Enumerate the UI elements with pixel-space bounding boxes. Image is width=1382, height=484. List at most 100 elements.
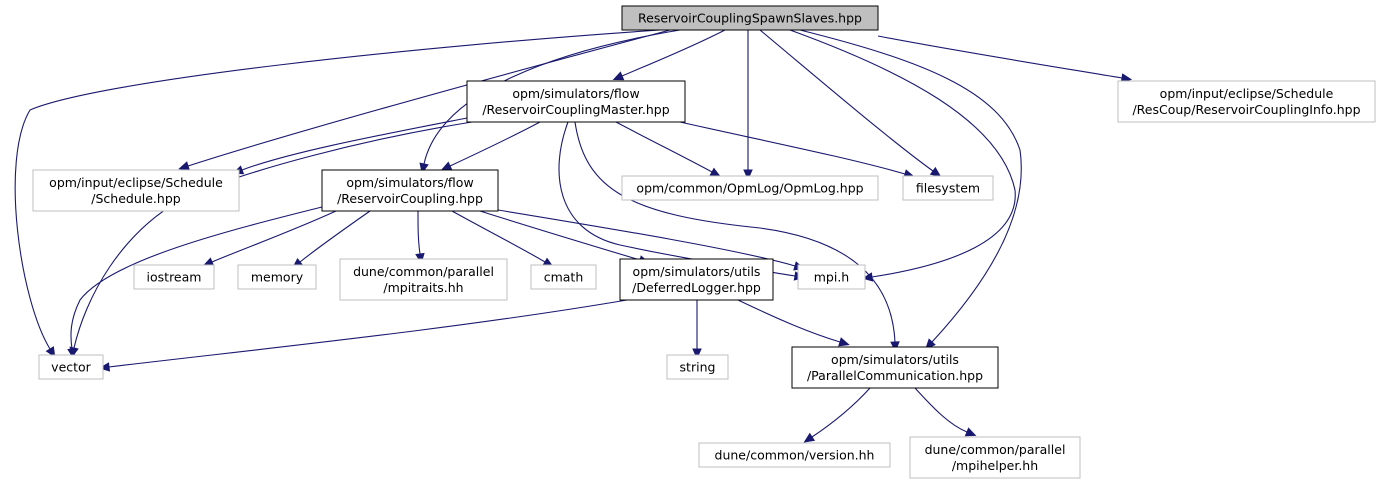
- node-parallel[interactable]: opm/simulators/utils/ParallelCommunicati…: [791, 346, 999, 389]
- arrow-head-icon: [612, 71, 625, 81]
- node-box: [621, 5, 879, 31]
- edge-parallel-to-mpihelper: [914, 387, 977, 437]
- edge-deferred-to-vector: [98, 299, 628, 372]
- edge-line: [423, 29, 681, 165]
- edge-line: [799, 29, 1022, 343]
- arrow-head-icon: [67, 347, 77, 360]
- node-label: opm/common/OpmLog/OpmLog.hpp: [636, 181, 863, 196]
- node-iostream[interactable]: iostream: [133, 264, 215, 290]
- arrow-head-icon: [964, 427, 977, 437]
- node-version[interactable]: dune/common/version.hh: [698, 442, 891, 468]
- edge-root-to-mpih: [789, 29, 1016, 282]
- edge-line: [877, 35, 1123, 79]
- edge-line: [737, 299, 841, 343]
- node-label: cmath: [544, 270, 584, 285]
- node-box: [237, 264, 317, 290]
- edge-line: [211, 210, 337, 263]
- edge-line: [241, 117, 468, 171]
- node-box: [466, 80, 686, 123]
- node-label: dune/common/parallel: [925, 442, 1066, 457]
- node-box: [902, 175, 994, 201]
- node-string[interactable]: string: [666, 354, 729, 380]
- node-label: opm/simulators/flow: [346, 175, 473, 190]
- node-box: [791, 346, 999, 389]
- edge-master-to-parallel: [574, 121, 900, 353]
- node-box: [1117, 80, 1376, 123]
- edge-root-to-opmlog: [743, 30, 753, 181]
- edge-deferred-to-string: [692, 300, 702, 360]
- node-schedule[interactable]: opm/input/eclipse/Schedule/Schedule.hpp: [32, 169, 240, 212]
- edge-line: [621, 29, 726, 77]
- edge-root-to-info: [877, 35, 1133, 83]
- arrow-head-icon: [838, 337, 850, 347]
- node-filesystem[interactable]: filesystem: [902, 175, 994, 201]
- node-memory[interactable]: memory: [237, 264, 317, 290]
- edge-line: [417, 210, 421, 255]
- node-label: /ReservoirCoupling.hpp: [337, 191, 483, 206]
- node-label: opm/simulators/flow: [512, 86, 639, 101]
- node-label: ReservoirCouplingSpawnSlaves.hpp: [638, 11, 862, 26]
- node-label: iostream: [147, 270, 202, 285]
- node-vector[interactable]: vector: [38, 354, 104, 380]
- node-label: opm/simulators/utils: [831, 352, 959, 367]
- node-label: vector: [51, 360, 92, 375]
- edge-root-to-master: [612, 29, 726, 81]
- edge-root-to-filesystem: [759, 29, 942, 177]
- node-cmath[interactable]: cmath: [530, 264, 597, 290]
- edge-coupling-to-cmath: [451, 210, 554, 268]
- arrow-head-icon: [45, 346, 56, 358]
- edge-line: [615, 121, 713, 173]
- node-box: [797, 264, 866, 290]
- node-box: [619, 258, 774, 301]
- edge-deferred-to-parallel: [737, 299, 850, 347]
- edge-master-to-coupling: [440, 121, 541, 171]
- node-label: dune/common/version.hh: [715, 448, 875, 463]
- node-deferred[interactable]: opm/simulators/utils/DeferredLogger.hpp: [619, 258, 774, 301]
- edge-coupling-to-mpitraits: [415, 210, 425, 265]
- arrow-head-icon: [803, 432, 816, 443]
- edge-coupling-to-vector: [67, 206, 323, 360]
- edge-root-to-vector: [14, 29, 661, 358]
- arrow-head-icon: [178, 161, 190, 171]
- node-label: /ParallelCommunication.hpp: [807, 368, 983, 383]
- edge-line: [914, 387, 968, 433]
- node-info[interactable]: opm/input/eclipse/Schedule/ResCoup/Reser…: [1117, 80, 1376, 123]
- node-opmlog[interactable]: opm/common/OpmLog/OpmLog.hpp: [621, 175, 879, 201]
- node-master[interactable]: opm/simulators/flow/ReservoirCouplingMas…: [466, 80, 686, 123]
- arrow-head-icon: [440, 161, 453, 171]
- arrow-head-icon: [692, 348, 702, 360]
- edge-line: [811, 387, 871, 438]
- node-label: /mpitraits.hh: [383, 280, 463, 295]
- edge-line: [108, 299, 628, 368]
- edge-parallel-to-version: [803, 387, 871, 443]
- node-label: memory: [251, 270, 304, 285]
- edge-line: [759, 29, 934, 172]
- node-root[interactable]: ReservoirCouplingSpawnSlaves.hpp: [621, 5, 879, 31]
- edge-line: [451, 210, 546, 263]
- node-mpihelper[interactable]: dune/common/parallel/mpihelper.hh: [909, 436, 1081, 479]
- node-box: [621, 175, 879, 201]
- edge-line: [574, 121, 896, 343]
- node-mpitraits[interactable]: dune/common/parallel/mpitraits.hh: [339, 258, 508, 301]
- node-label: opm/input/eclipse/Schedule: [49, 175, 223, 190]
- edge-line: [70, 206, 323, 350]
- edge-master-to-opmlog: [615, 121, 721, 177]
- edge-line: [479, 210, 641, 261]
- node-coupling[interactable]: opm/simulators/flow/ReservoirCoupling.hp…: [321, 169, 499, 212]
- edge-master-to-vector: [69, 121, 473, 358]
- edge-line: [497, 209, 796, 267]
- node-box: [32, 169, 240, 212]
- edge-master-to-mpih: [558, 121, 806, 281]
- edge-line: [14, 29, 661, 350]
- node-label: /Schedule.hpp: [91, 191, 180, 206]
- node-box: [530, 264, 597, 290]
- node-label: string: [680, 360, 716, 375]
- arrow-head-icon: [743, 169, 753, 181]
- node-box: [38, 354, 104, 380]
- edge-coupling-to-deferred: [479, 210, 650, 265]
- node-mpih[interactable]: mpi.h: [797, 264, 866, 290]
- node-label: /ResCoup/ReservoirCouplingInfo.hpp: [1132, 102, 1360, 117]
- edge-line: [789, 29, 1016, 278]
- edge-line: [187, 29, 671, 167]
